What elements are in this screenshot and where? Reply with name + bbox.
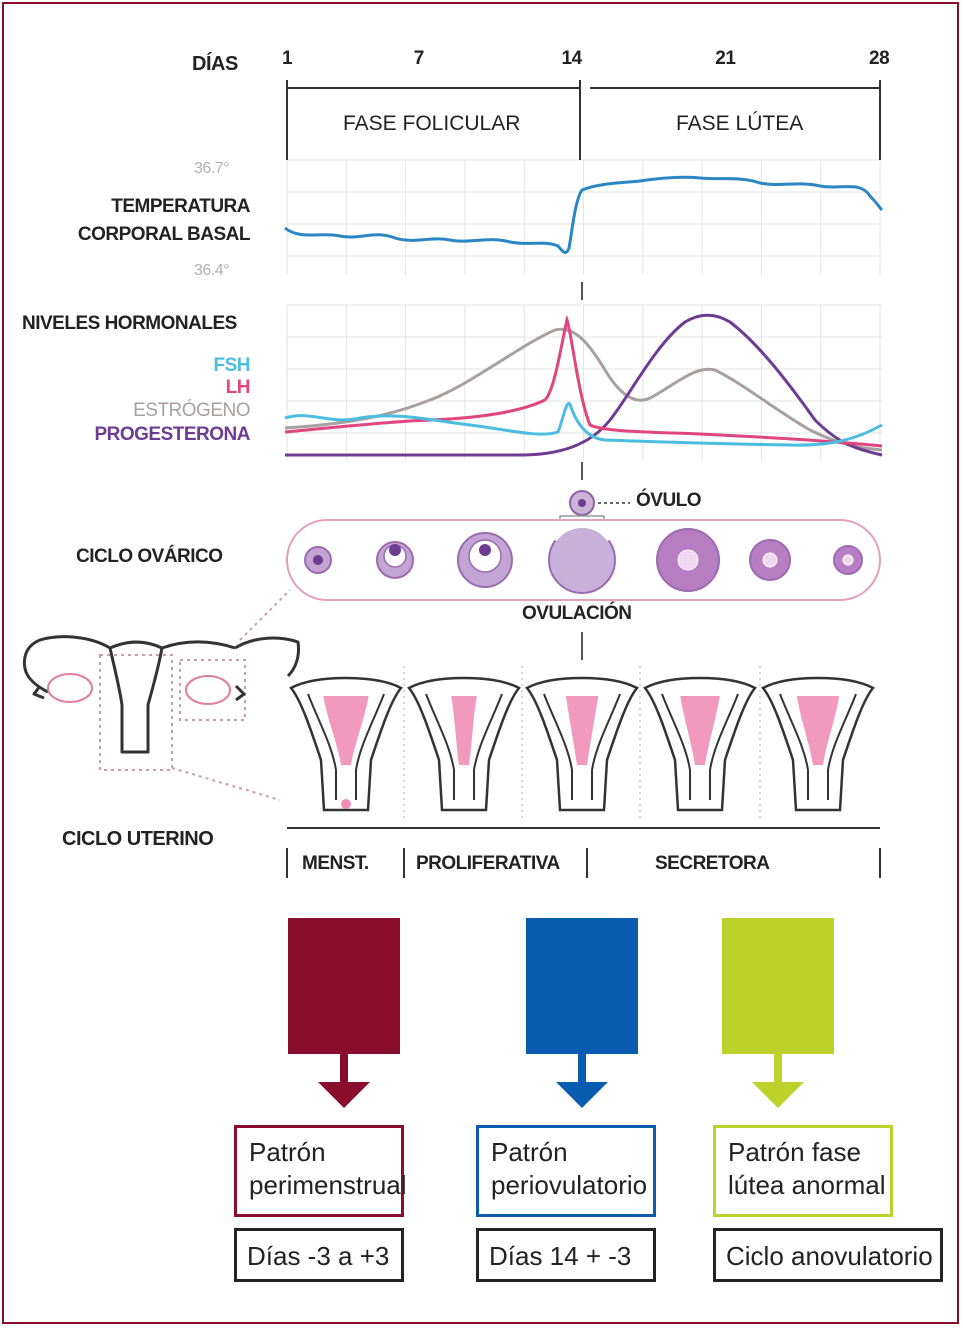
pattern-periovulatory-box: Patrón periovulatorio [476, 1125, 656, 1217]
pattern-marker-3 [722, 918, 834, 1108]
pattern-luteal-line1: Patrón fase [728, 1137, 861, 1167]
follicle-3 [457, 532, 513, 588]
follicles [304, 523, 863, 594]
day-tick-21: 21 [715, 48, 736, 69]
follicle-4 [548, 523, 616, 594]
follicle-2 [376, 541, 414, 579]
phase-brackets [286, 80, 881, 160]
day-tick-14: 14 [561, 48, 583, 69]
temp-title-line2: CORPORAL BASAL [77, 224, 251, 245]
hormones-title: NIVELES HORMONALES [22, 313, 237, 334]
pattern-markers [288, 918, 834, 1108]
pattern-perimenstrual-line1: Patrón [249, 1137, 326, 1167]
pattern-luteal-line2: lútea anormal [728, 1169, 886, 1200]
progesterone-curve [285, 313, 883, 457]
anovulatory-cycle-box: Ciclo anovulatorio [713, 1228, 943, 1282]
fsh-legend: FSH [213, 355, 251, 376]
proliferative-phase-label: PROLIFERATIVA [416, 853, 560, 874]
pattern-perimenstrual-line2: perimenstrual [249, 1169, 407, 1200]
uterus-panel-2 [407, 676, 521, 812]
uterine-cycle-title: CICLO UTERINO [62, 828, 214, 850]
days-axis-label: DÍAS [192, 53, 238, 75]
estrogen-curve [284, 327, 883, 452]
luteal-phase-label: FASE LÚTEA [676, 112, 804, 135]
progesterone-legend: PROGESTERONA [94, 424, 250, 445]
temp-title-line1: TEMPERATURA [111, 196, 250, 217]
pattern-perimenstrual-box: Patrón perimenstrual [234, 1125, 407, 1217]
uterus-panel-3 [525, 676, 639, 812]
chart-grid [286, 159, 882, 460]
follicle-7 [833, 545, 863, 575]
uterus-panel-5 [761, 676, 875, 812]
ovum-label: ÓVULO [636, 490, 702, 511]
follicular-phase-label: FASE FOLICULAR [343, 112, 521, 135]
ovarian-cycle-title: CICLO OVÁRICO [76, 546, 223, 567]
pattern-marker-1 [288, 918, 400, 1108]
pattern-periovulatory-line1: Patrón [491, 1137, 568, 1167]
uterine-phase-brackets [286, 827, 881, 878]
menstrual-phase-label: MENST. [302, 853, 369, 874]
uterus-panels [289, 676, 875, 812]
ovum [559, 490, 630, 520]
dotted-connectors [99, 589, 291, 801]
fsh-curve [284, 402, 883, 447]
vertical-dotted-separators [403, 666, 761, 820]
follicle-5 [656, 528, 720, 592]
ovarian-cycle-capsule [286, 519, 881, 601]
follicle-1 [304, 546, 332, 574]
secretory-phase-label: SECRETORA [655, 853, 770, 874]
temperature-curve [284, 175, 884, 254]
ovulation-label: OVULACIÓN [522, 603, 632, 624]
uterus-anatomy-illustration [22, 635, 300, 754]
day-tick-1: 1 [282, 48, 293, 69]
temp-low-label: 36.4° [194, 262, 230, 279]
follicle-6 [749, 539, 791, 581]
pattern-periovulatory-line2: periovulatorio [491, 1169, 648, 1200]
uterus-panel-4 [643, 676, 757, 812]
temp-high-label: 36.7° [194, 160, 230, 177]
pattern-marker-2 [526, 918, 638, 1108]
estrogen-legend: ESTRÓGENO [133, 400, 250, 421]
day-tick-7: 7 [413, 48, 425, 69]
lh-legend: LH [225, 377, 251, 398]
uterus-panel-1 [289, 676, 403, 812]
day-tick-28: 28 [869, 48, 890, 69]
pattern-luteal-box: Patrón fase lútea anormal [713, 1125, 893, 1217]
days-perimenstrual-box: Días -3 a +3 [234, 1228, 404, 1282]
days-periovulatory-box: Días 14 + -3 [476, 1228, 656, 1282]
